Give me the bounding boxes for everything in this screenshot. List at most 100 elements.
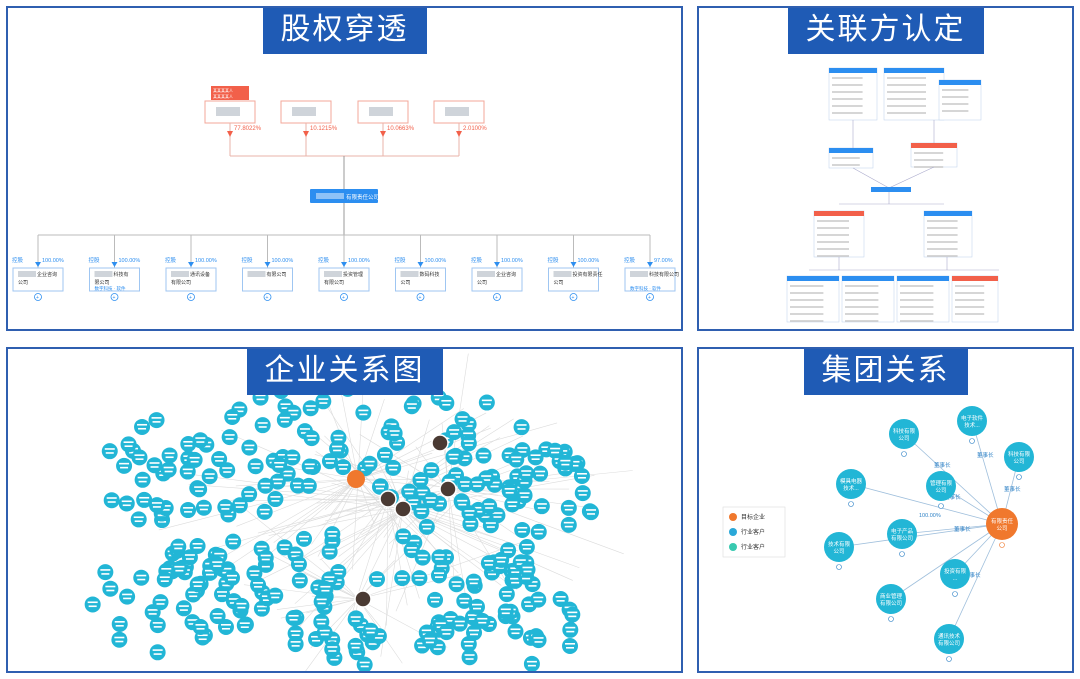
graph-node-label <box>293 486 302 489</box>
graph-node-label <box>256 605 267 608</box>
graph-node <box>386 425 403 442</box>
graph-node-label <box>472 607 481 610</box>
rp-card-k <box>951 275 999 323</box>
graph-node <box>97 564 114 581</box>
graph-node-label <box>216 591 227 593</box>
arrow-down-icon <box>227 131 233 137</box>
group-node-label: 电子软件 <box>961 414 984 422</box>
graph-node <box>250 577 267 594</box>
graph-node <box>376 447 393 464</box>
graph-node-label <box>353 653 362 655</box>
related-party-panel: 关联方认定 <box>697 6 1074 331</box>
graph-node-label <box>221 508 230 510</box>
group-node-label: 公司 <box>1013 458 1024 465</box>
graph-node-label <box>417 489 428 492</box>
graph-node-label <box>229 542 238 545</box>
graph-node <box>284 449 301 466</box>
center-company-label: 有限责任 <box>991 517 1014 525</box>
graph-node-label <box>304 463 315 466</box>
graph-node-label <box>473 506 484 509</box>
graph-node <box>118 495 135 512</box>
subsidiary-tag: 控股 <box>242 256 254 264</box>
graph-node <box>478 394 495 411</box>
person-avatar <box>439 480 457 498</box>
graph-edge <box>294 508 404 633</box>
graph-node-label <box>332 583 341 585</box>
graph-node-label <box>339 468 348 470</box>
graph-node <box>254 417 271 434</box>
graph-node-label <box>505 492 514 494</box>
graph-node-label <box>229 602 238 604</box>
graph-node-label <box>221 567 232 570</box>
graph-node-label <box>418 646 427 649</box>
graph-node-label <box>358 409 369 412</box>
graph-node-label <box>321 589 330 592</box>
graph-node-label <box>270 592 281 595</box>
graph-node-label <box>536 474 545 477</box>
graph-node-label <box>128 451 137 454</box>
graph-node-label <box>364 460 375 463</box>
graph-node-label <box>472 481 483 483</box>
graph-node-label <box>566 646 575 649</box>
graph-node <box>395 528 412 545</box>
graph-node-label <box>280 548 289 550</box>
subsidiary-name: 企业咨询 <box>496 271 516 278</box>
graph-node <box>224 408 241 425</box>
graph-node-label <box>418 493 427 496</box>
graph-node <box>466 624 483 641</box>
subsidiary-tag: 控股 <box>89 256 101 264</box>
graph-node <box>356 656 373 671</box>
graph-node-label <box>122 504 131 507</box>
graph-node <box>465 573 482 590</box>
graph-node-label <box>496 556 507 559</box>
graph-node <box>461 649 478 666</box>
graph-node-label <box>445 616 456 618</box>
graph-node <box>134 418 151 435</box>
graph-node-label <box>245 495 254 497</box>
graph-node-label <box>458 503 467 506</box>
rp-card-i-header <box>842 276 894 281</box>
graph-node-label <box>156 603 165 605</box>
graph-node-label <box>288 458 297 461</box>
graph-edge <box>359 434 449 490</box>
group-node <box>836 469 866 499</box>
graph-node-label <box>274 461 285 464</box>
graph-node-label <box>193 546 202 549</box>
graph-node-label <box>324 548 335 551</box>
graph-node <box>231 497 248 514</box>
group-node-label: 公司 <box>898 435 909 442</box>
subsidiary-name: 有限公司 <box>171 279 191 286</box>
graph-node-label <box>88 605 97 608</box>
graph-node-label <box>179 609 188 611</box>
graph-node-label <box>463 440 474 442</box>
graph-node <box>321 453 338 470</box>
graph-node-label <box>178 605 189 607</box>
graph-node <box>102 580 119 597</box>
graph-node-label <box>235 506 244 508</box>
graph-node-label <box>536 503 547 505</box>
graph-node-label <box>537 507 546 509</box>
graph-edge <box>317 478 359 557</box>
graph-node-label <box>424 637 435 640</box>
graph-node-label <box>511 581 520 584</box>
graph-node-label <box>503 547 514 549</box>
graph-node-label <box>174 565 185 568</box>
group-node-label: 商业管理 <box>880 592 903 600</box>
group-node-label: 科技有限 <box>1008 450 1031 458</box>
graph-node-label <box>434 500 445 503</box>
graph-node-label <box>221 627 230 630</box>
graph-node-label <box>227 578 236 581</box>
graph-node-label <box>254 586 263 588</box>
graph-node <box>313 613 330 630</box>
subsidiary-name: 公司 <box>401 280 411 286</box>
graph-node <box>418 518 435 535</box>
graph-node-label <box>466 524 475 527</box>
graph-node-label <box>463 640 474 643</box>
graph-node-label <box>138 480 147 483</box>
graph-node-label <box>489 481 500 484</box>
graph-edge <box>338 508 404 557</box>
graph-node <box>149 617 166 634</box>
graph-node <box>508 451 525 468</box>
graph-node-label <box>502 595 511 597</box>
graph-node-label <box>293 561 304 563</box>
